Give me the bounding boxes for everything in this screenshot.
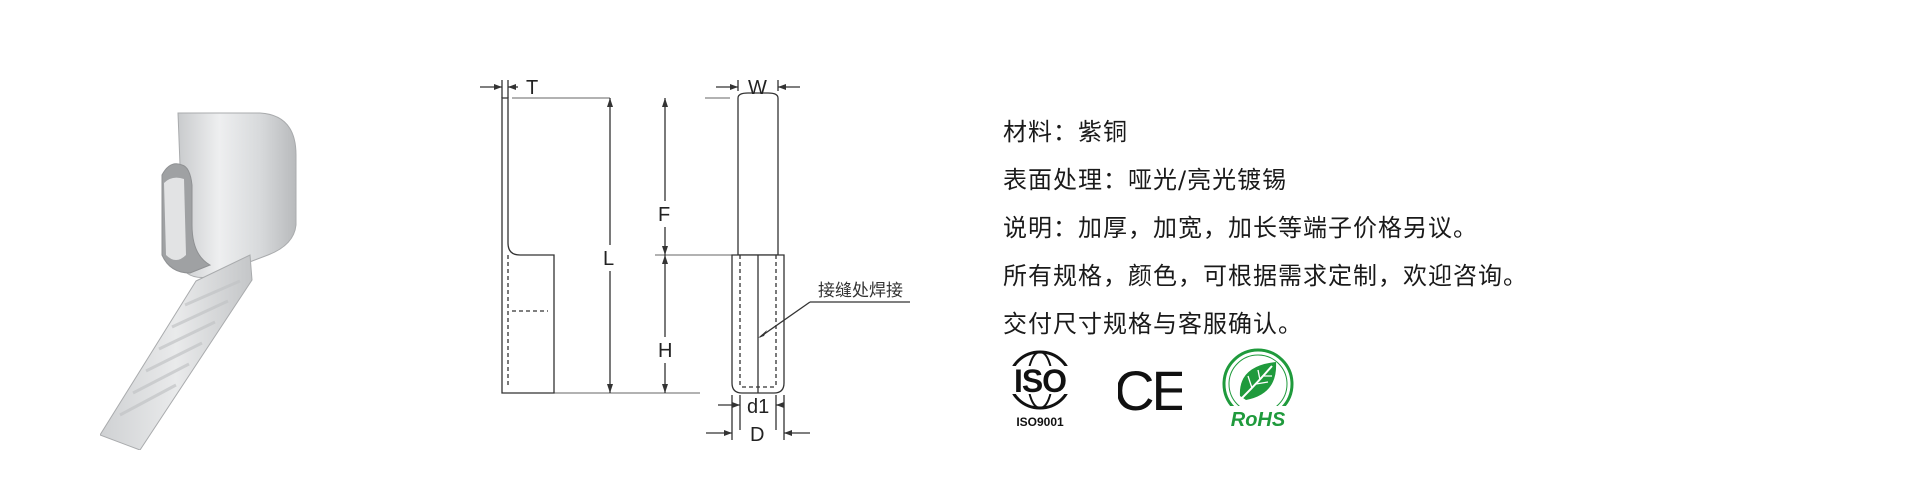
spec-pricing-note: 说明：加厚，加宽，加长等端子价格另议。 bbox=[1003, 214, 1478, 242]
spec-customization-note: 所有规格，颜色，可根据需求定制，欢迎咨询。 bbox=[1003, 262, 1528, 290]
spec-material: 材料：紫铜 bbox=[1003, 118, 1128, 146]
weld-seam-callout: 接缝处焊接 bbox=[818, 281, 903, 301]
side-view-hidden-line bbox=[507, 255, 548, 385]
rohs-logo: RoHS bbox=[1222, 348, 1294, 430]
front-view-blade bbox=[737, 92, 779, 256]
blade-texture bbox=[119, 279, 241, 417]
spec-surface-treatment: 表面处理：哑光/亮光镀锡 bbox=[1003, 166, 1288, 194]
iso-logo-text: ISO bbox=[1014, 363, 1066, 399]
dim-label-l: L bbox=[603, 248, 614, 270]
spec-list: 材料：紫铜 表面处理：哑光/亮光镀锡 说明：加厚，加宽，加长等端子价格另议。 所… bbox=[1003, 108, 1528, 348]
side-view-outline bbox=[501, 97, 555, 394]
iso-9001-logo: ISO ISO9001 bbox=[1002, 350, 1078, 429]
dim-label-w: W bbox=[748, 77, 767, 99]
terminal-blade bbox=[100, 254, 253, 450]
dim-label-h: H bbox=[658, 340, 672, 362]
spec-delivery-note: 交付尺寸规格与客服确认。 bbox=[1003, 310, 1303, 338]
ce-mark-logo: CE bbox=[1118, 359, 1182, 422]
dim-label-d: D bbox=[750, 424, 764, 446]
ce-logo-text: CE bbox=[1118, 359, 1182, 422]
rohs-logo-text: RoHS bbox=[1231, 409, 1286, 430]
dim-label-d1: d1 bbox=[747, 396, 769, 418]
dim-label-f: F bbox=[658, 204, 670, 226]
product-photo bbox=[100, 112, 297, 450]
dimension-drawing: T W L F H d1 D 接缝处焊接 bbox=[480, 77, 910, 446]
iso-caption: ISO9001 bbox=[1016, 415, 1064, 429]
dim-label-t: T bbox=[526, 77, 538, 99]
